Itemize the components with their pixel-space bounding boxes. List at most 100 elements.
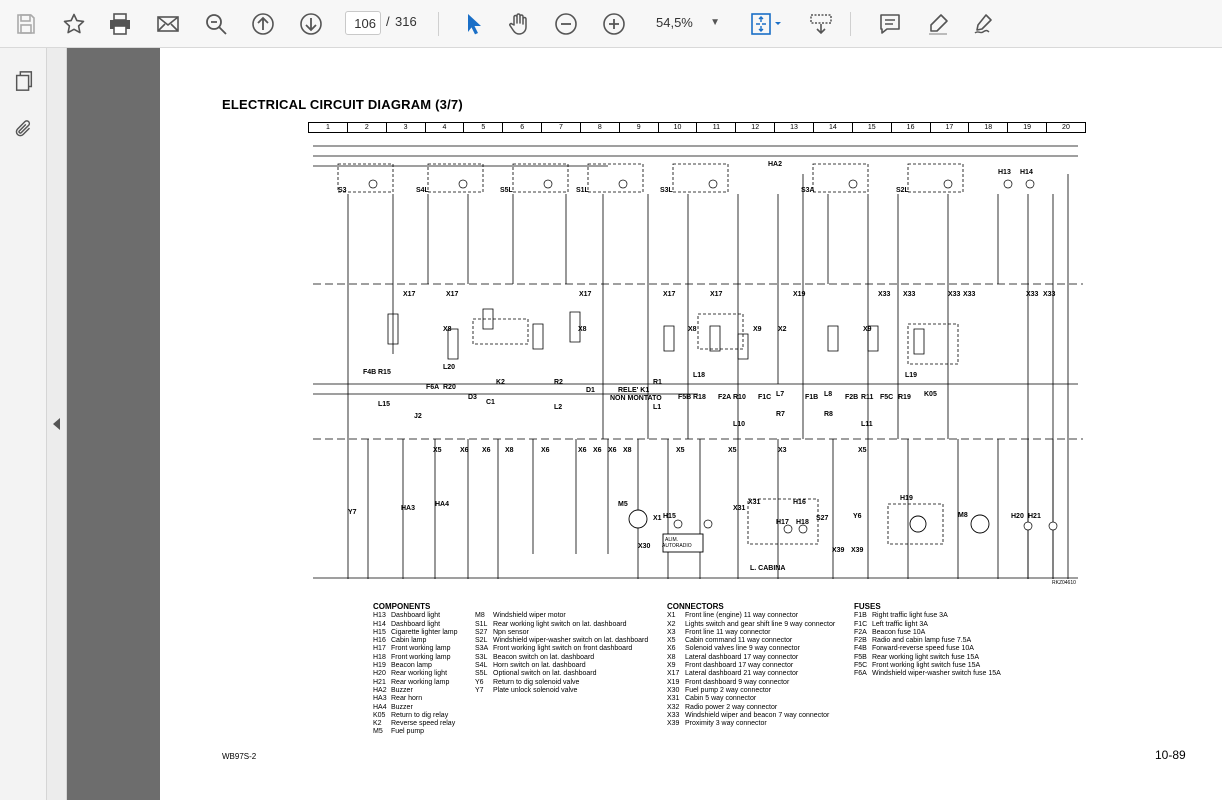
legend-description: Rear working light switch on lat. dashbo… [493, 620, 627, 628]
zoom-out-icon[interactable] [550, 8, 582, 40]
scroll-mode-icon[interactable] [805, 8, 837, 40]
legend-code: H21 [373, 678, 386, 686]
page-up-icon[interactable] [247, 8, 279, 40]
select-cursor-icon[interactable] [458, 8, 490, 40]
svg-text:S3A: S3A [801, 187, 815, 194]
legend-code: HA3 [373, 695, 387, 703]
svg-text:D1: D1 [586, 387, 595, 394]
column-number: 14 [814, 123, 853, 132]
legend-code: F2B [854, 637, 867, 645]
svg-text:X8: X8 [443, 326, 452, 333]
svg-text:R2: R2 [554, 379, 563, 386]
attachment-icon[interactable] [11, 116, 37, 142]
svg-text:S3L: S3L [660, 187, 674, 194]
svg-text:H20: H20 [1011, 513, 1024, 520]
save-icon[interactable] [10, 8, 42, 40]
svg-text:X33: X33 [1026, 291, 1039, 298]
svg-text:X8: X8 [505, 447, 514, 454]
svg-text:X5: X5 [676, 447, 685, 454]
highlight-pen-icon[interactable] [922, 8, 954, 40]
sign-icon[interactable] [968, 8, 1000, 40]
legend-components-header: COMPONENTS [373, 602, 431, 611]
svg-text:X19: X19 [793, 291, 806, 298]
svg-text:L2: L2 [554, 404, 562, 411]
print-icon[interactable] [104, 8, 136, 40]
toolbar: 106 / 316 54,5% ▼ [0, 0, 1222, 48]
comment-icon[interactable] [874, 8, 906, 40]
legend-description: Npn sensor [493, 628, 529, 636]
legend-description: Right traffic light fuse 3A [872, 612, 948, 620]
legend-description: Rear working light [391, 670, 448, 678]
svg-text:H14: H14 [1020, 169, 1033, 176]
legend-description: Dashboard light [391, 620, 441, 628]
legend-code: Y6 [475, 678, 484, 686]
legend-description: Plate unlock solenoid valve [493, 686, 578, 694]
legend-description: Beacon lamp [391, 662, 432, 670]
zoom-select[interactable]: 54,5% ▼ [648, 11, 724, 35]
pages-icon[interactable] [11, 68, 37, 94]
legend-description: Cigarette lighter lamp [391, 628, 458, 636]
svg-text:L20: L20 [443, 364, 455, 371]
svg-text:C1: C1 [486, 399, 495, 406]
legend-row: H19 Beacon lamp [373, 662, 458, 670]
fit-page-icon[interactable] [746, 8, 786, 40]
column-number: 11 [697, 123, 737, 132]
legend-description: Cabin lamp [391, 637, 427, 645]
svg-text:X17: X17 [579, 291, 592, 298]
page-number-input[interactable]: 106 [345, 11, 381, 35]
legend-description: Front line (engine) 11 way connector [685, 612, 799, 620]
column-number: 13 [775, 123, 814, 132]
footer-page-number: 10-89 [1155, 748, 1186, 762]
svg-text:L. CABINA: L. CABINA [750, 565, 785, 572]
svg-text:X9: X9 [863, 326, 872, 333]
svg-text:X1: X1 [653, 515, 662, 522]
legend-fuses-header: FUSES [854, 602, 881, 611]
svg-text:H18: H18 [796, 519, 809, 526]
column-number: 19 [1008, 123, 1048, 132]
email-icon[interactable] [152, 8, 184, 40]
svg-text:L7: L7 [776, 391, 784, 398]
legend-description: Cabin command 11 way connector [685, 637, 793, 645]
legend-description: Front dashboard 17 way connector [685, 662, 794, 670]
svg-text:HA4: HA4 [435, 501, 449, 508]
legend-description: Windshield wiper and beacon 7 way connec… [685, 711, 830, 719]
svg-text:AUTORADIO: AUTORADIO [662, 543, 692, 549]
page-down-icon[interactable] [295, 8, 327, 40]
collapse-arrow-icon[interactable] [53, 418, 60, 430]
bookmark-star-icon[interactable] [58, 8, 90, 40]
legend-code: S2L [475, 637, 488, 645]
zoom-search-icon[interactable] [200, 8, 232, 40]
zoom-in-icon[interactable] [598, 8, 630, 40]
svg-text:X17: X17 [446, 291, 459, 298]
legend-code: M5 [373, 728, 383, 736]
legend-description: Windshield wiper-washer switch on lat. d… [493, 637, 649, 645]
column-number: 6 [503, 123, 543, 132]
svg-text:F1C: F1C [758, 394, 771, 401]
legend-code: F5C [854, 662, 868, 670]
legend-code: H19 [373, 662, 386, 670]
hand-tool-icon[interactable] [503, 8, 535, 40]
svg-text:X6: X6 [460, 447, 469, 454]
svg-text:X8: X8 [688, 326, 697, 333]
svg-text:L1: L1 [653, 404, 661, 411]
